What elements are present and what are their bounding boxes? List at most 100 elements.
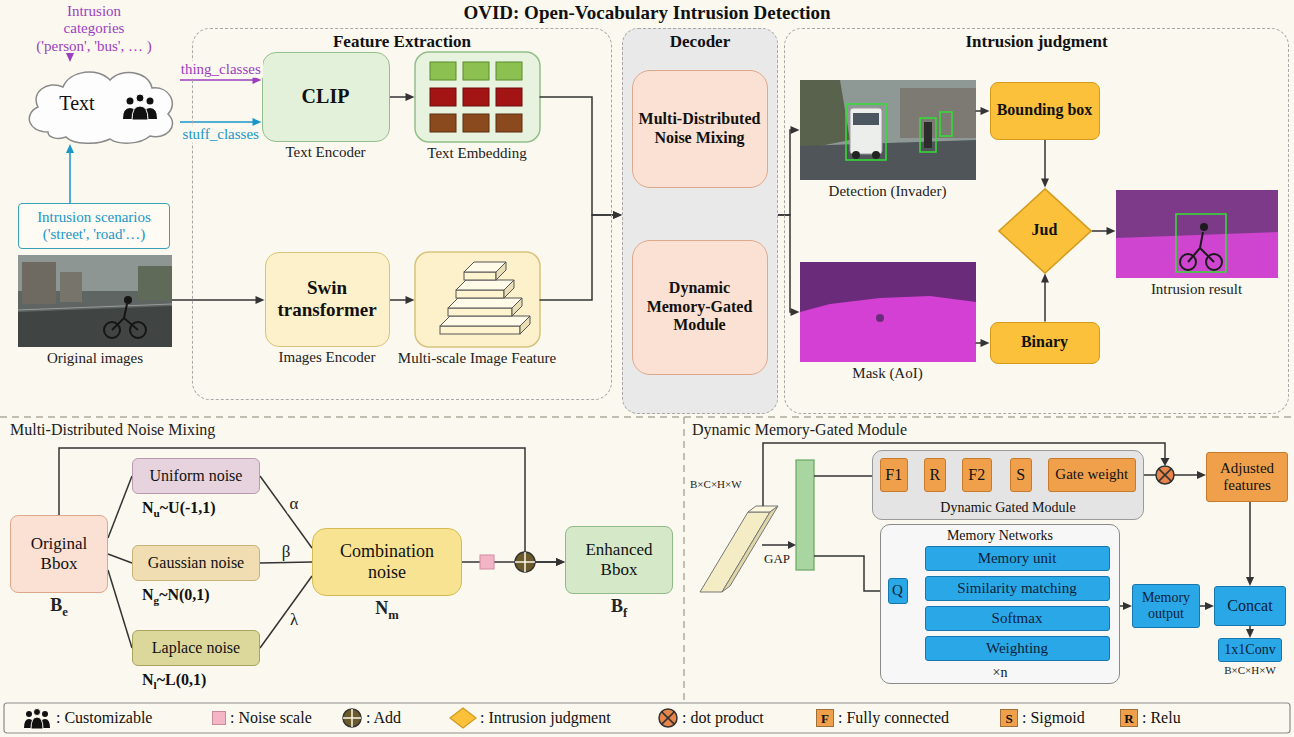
image-panel: Original images <box>18 255 172 347</box>
node-caption: Detection (Invader) <box>770 183 1006 200</box>
node-label: Q <box>890 582 906 599</box>
note-label: GAP <box>764 552 790 567</box>
node-caption: Original images <box>0 350 202 367</box>
module-box: Multi-Distributed Noise Mixing <box>632 70 768 188</box>
node-caption: Multi-scale Image Feature <box>385 350 570 367</box>
process-box: Uniform noise <box>132 458 260 494</box>
encoder-box: Swin transformerImages Encoder <box>265 252 390 347</box>
process-box: Combination noiseNm <box>312 528 462 596</box>
group-title: ×n <box>881 665 1119 681</box>
formula-part: ~N(0,1) <box>159 586 210 603</box>
caption-text: Text Embedding <box>427 145 526 161</box>
legend-text: : Add <box>366 709 401 727</box>
arrowhead <box>613 211 622 219</box>
arrowhead <box>981 339 990 347</box>
node-text-block: Swin transformer <box>272 277 383 321</box>
legend-letter: R <box>1124 712 1133 725</box>
embedding-panel: Text Embedding <box>415 52 540 142</box>
group-title-text: Intrusion judgment <box>965 32 1107 51</box>
process-box: Laplace noise <box>132 630 260 666</box>
decision-diamond: Jud <box>998 188 1092 274</box>
process-box: Binary <box>990 322 1100 364</box>
node-text-block: Softmax <box>932 610 1103 627</box>
connector <box>778 215 794 312</box>
node-label: Memory output <box>1139 590 1193 622</box>
legend-text: : Sigmoid <box>1022 709 1085 727</box>
node-caption: Be <box>0 595 137 619</box>
process-box: Adjusted features <box>1206 452 1288 502</box>
node-caption: Nm <box>283 598 491 622</box>
node-text-block: R <box>926 466 944 484</box>
group-frame: DecoderMulti-Distributed Noise MixingDyn… <box>622 28 778 414</box>
node-text-block: Adjusted features <box>1213 460 1281 495</box>
formula-part: N <box>142 671 154 688</box>
edge-label: stuff_classes <box>181 126 261 143</box>
process-box: Concat <box>1214 586 1286 626</box>
node-label: F2 <box>964 466 990 484</box>
group-frame: Intrusion judgmentDetection (Invader) Bou… <box>784 28 1289 414</box>
connector <box>1044 140 1046 182</box>
note-label: Multi-Distributed Noise Mixing <box>10 421 215 439</box>
connector <box>778 130 794 215</box>
connector <box>260 476 312 548</box>
node-label: 1x1Conv <box>1221 642 1279 658</box>
process-box: Original BboxBe <box>10 515 108 593</box>
node-label: Gate weight <box>1053 466 1131 483</box>
formula-part: l <box>154 679 157 691</box>
group-title: Dynamic Gated Module <box>873 500 1143 516</box>
pooled-bar <box>796 460 814 570</box>
caption-text: Detection (Invader) <box>829 183 947 199</box>
image-panel: Detection (Invader) <box>800 80 976 180</box>
node-caption: Intrusion result <box>1086 281 1294 298</box>
node-label: Weighting <box>932 640 1103 657</box>
connector <box>540 97 617 215</box>
node-text-block: S <box>1012 466 1030 484</box>
caption-text: B <box>50 595 62 615</box>
caption-text: N <box>375 598 388 618</box>
legend-add-symbol <box>343 709 361 727</box>
process-box: Memory output <box>1132 584 1200 628</box>
node-text-block: Gate weight <box>1053 466 1131 483</box>
caption-text: Intrusion result <box>1151 281 1242 297</box>
edge-label: thing_classes <box>179 61 263 78</box>
node-caption: Text Embedding <box>385 145 570 162</box>
module-frame: Dynamic Gated Module F1 R F2 S Gate weight <box>872 450 1144 520</box>
connector <box>108 570 132 648</box>
arrowhead <box>791 126 800 134</box>
arrowhead <box>1123 602 1132 610</box>
image-panel: Intrusion result <box>1116 190 1278 278</box>
cloud-shape <box>18 62 180 144</box>
formula-part: u <box>154 507 160 519</box>
result-photo <box>1116 190 1278 278</box>
caption-text: Original images <box>47 350 143 366</box>
dot-product-symbol <box>1156 466 1174 484</box>
node-label: Similarity matching <box>932 580 1103 597</box>
node-text-block: Binary <box>997 333 1093 351</box>
group-title: Feature Extraction <box>193 32 611 52</box>
connector <box>172 299 259 301</box>
caption-text: B×C×H×W <box>1224 664 1276 676</box>
caption-text: Multi-scale Image Feature <box>398 350 556 366</box>
node-label: Concat <box>1221 597 1279 615</box>
node-text-block: F1 <box>882 466 906 484</box>
legend-swatch: F <box>816 709 834 727</box>
node-label: Bounding box <box>997 101 1093 119</box>
separator-lines <box>0 417 1294 701</box>
edge-label: λ <box>288 611 300 630</box>
node-label: Softmax <box>932 610 1103 627</box>
node-label: Binary <box>997 333 1093 351</box>
node-text-block: Memory output <box>1139 590 1193 622</box>
formula-label: Nu~U(-1,1) <box>142 499 216 520</box>
group-title: Intrusion judgment <box>785 32 1288 52</box>
group-title-text: Memory Networks <box>947 528 1053 543</box>
subscript-text: e <box>62 605 68 619</box>
connector <box>260 562 312 563</box>
module-frame: Memory Networks×nQMemory unitSimilarity … <box>880 524 1120 684</box>
legend-letter: S <box>1005 712 1012 725</box>
caption-text: Mask (AoI) <box>852 365 922 381</box>
feature-panel: Multi-scale Image Feature <box>415 252 540 347</box>
node-text-block: Intrusion categories ('person', 'bus', …… <box>36 3 152 55</box>
node-text-block: Enhanced Bbox <box>572 540 666 579</box>
arrowhead <box>556 558 565 566</box>
detection-photo <box>800 80 976 180</box>
